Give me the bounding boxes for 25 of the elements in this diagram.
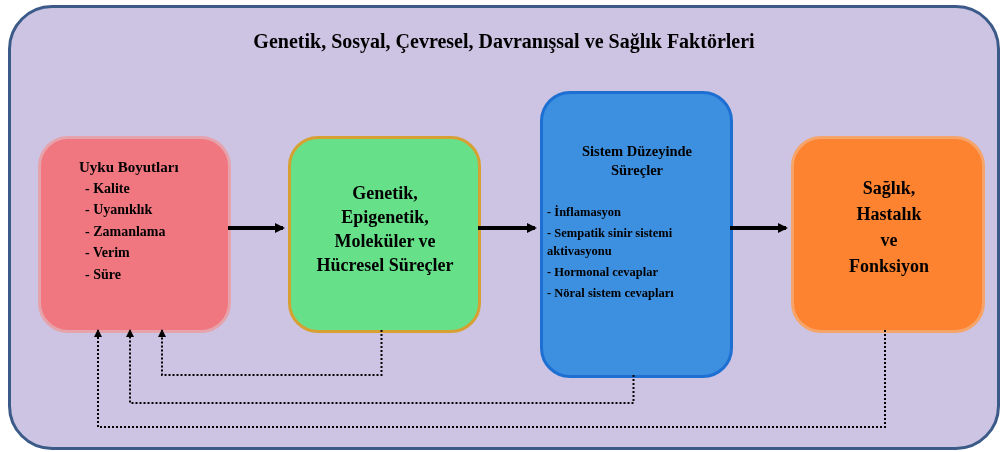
box-text: Genetik, Epigenetik, Moleküler ve Hücresel Süreçler xyxy=(315,182,455,277)
list-item: - Verim xyxy=(85,245,130,261)
panel-title: Genetik, Sosyal, Çevresel, Davranışsal ve Sağlık Faktörleri xyxy=(252,30,756,53)
list-item: - Kalite xyxy=(85,180,130,197)
arrow xyxy=(730,223,788,233)
feedback-arrow xyxy=(126,329,635,404)
list-item: - Nöral sistem cevapları xyxy=(547,285,675,302)
feedback-arrow xyxy=(158,329,383,376)
box-heading: Uyku Boyutları xyxy=(79,159,179,176)
list-item: - İnflamasyon xyxy=(547,204,622,221)
outcome-box xyxy=(791,136,985,333)
process-box xyxy=(288,136,481,333)
sleep-dimensions-box xyxy=(38,136,231,333)
box-text: Sağlık, Hastalık ve Fonksiyon xyxy=(847,177,930,278)
list-item: - Sempatik sinir sistemi aktivasyonu xyxy=(547,225,674,260)
system-process-box xyxy=(540,91,733,378)
feedback-arrow xyxy=(94,329,886,428)
factors-panel xyxy=(8,5,1000,450)
list-item: - Zamanlama xyxy=(85,223,166,240)
arrow xyxy=(228,223,285,233)
list-item: - Uyanıklık xyxy=(85,202,153,218)
list-item: - Hormonal cevaplar xyxy=(547,264,660,281)
arrow xyxy=(478,223,537,233)
list-item: - Süre xyxy=(85,266,121,283)
box-heading: Sistem Düzeyinde Süreçler xyxy=(581,142,693,180)
